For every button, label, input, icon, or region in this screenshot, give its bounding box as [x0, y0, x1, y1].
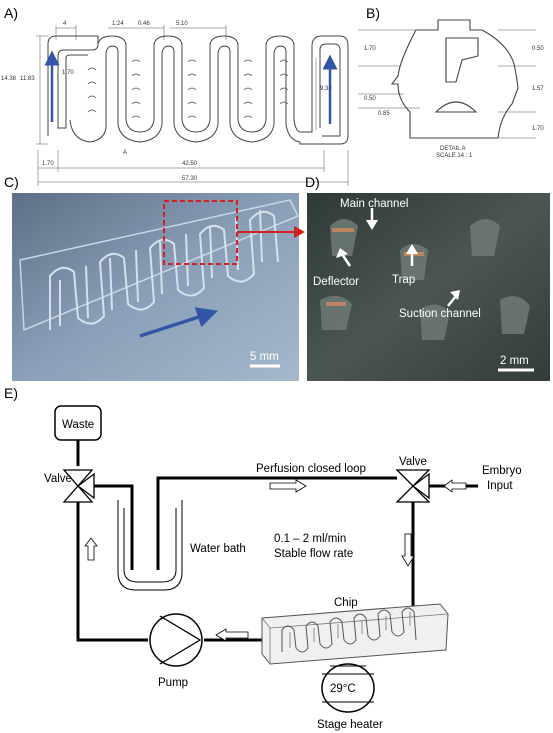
label-trap: Trap [392, 274, 415, 286]
flow-direction-arrow [139, 307, 218, 338]
dim-1-70-vertical: 1.70 [62, 70, 74, 76]
water-bath-inner [123, 508, 177, 583]
panel-a: A) 4 1:24 0.46 5.10 [1, 5, 349, 186]
chip-label: Chip [334, 597, 358, 609]
dim-b-right-0-50: 0.50 [532, 46, 544, 52]
stage-heater-label: Stage heater [317, 719, 383, 731]
waste-label: Waste [62, 419, 94, 431]
flow-arrows-outline [84, 479, 467, 642]
dim-b-left-1-70: 1.70 [364, 46, 376, 52]
valve-right [395, 469, 431, 503]
dim-14-38: 14.38 [1, 76, 17, 82]
panel-b-dimensions: 1.70 0.50 0.85 0.50 1.57 1.70 DETAIL A S… [358, 29, 544, 159]
deflector-shape [445, 37, 479, 83]
chip-device [261, 603, 449, 665]
flow-stability-label: Stable flow rate [274, 548, 353, 560]
dim-9-32: 9.32 [320, 86, 332, 92]
water-bath-outer [117, 500, 183, 591]
embryo-label: Embryo [482, 465, 522, 477]
channel-outline-inner [69, 45, 301, 143]
panel-e: E) Waste Valve Valve Embryo Input [4, 385, 522, 731]
chip-glass-edge [19, 199, 300, 332]
detail-caption: DETAIL A [440, 146, 466, 152]
temperature-label: 29°C [330, 683, 356, 695]
pump-label: Pump [158, 677, 188, 689]
dim-11-83: 11.83 [20, 76, 35, 82]
pump-triangle [159, 615, 202, 665]
dim-b-right-1-57: 1.57 [532, 86, 544, 92]
panel-c-label: C) [4, 174, 19, 190]
channel-outline [47, 35, 301, 136]
label-main-channel: Main channel [340, 198, 408, 210]
panel-b-label: B) [366, 5, 380, 21]
scale-label-c: 5 mm [250, 351, 279, 363]
zoom-arrow-head [294, 226, 305, 238]
panel-d-label: D) [305, 174, 320, 190]
panel-d: D) Main channel Deflector Trap Suction c… [305, 174, 550, 381]
pump-body [149, 613, 203, 667]
panel-a-top-dimensions: 4 1:24 0.46 5.10 [55, 21, 227, 40]
label-deflector: Deflector [313, 276, 359, 288]
panel-c: C) 5 mm [4, 174, 305, 381]
perfusion-label: Perfusion closed loop [256, 463, 366, 475]
dim-1-70-horizontal: 1.70 [42, 161, 54, 167]
channel-outlet [299, 35, 349, 145]
trap-bumps [87, 59, 289, 119]
dim-b-left-0-50: 0.50 [364, 96, 376, 102]
panel-a-label: A) [4, 5, 18, 21]
valve-left-label: Valve [44, 473, 72, 485]
valve-left [62, 469, 95, 503]
trap-half-circle [434, 101, 478, 113]
flow-rate-label: 0.1 – 2 ml/min [274, 533, 346, 545]
micrograph-arrows [336, 208, 460, 307]
detail-scale: SCALE 14 : 1 [436, 153, 473, 159]
scale-label-d: 2 mm [500, 355, 529, 367]
input-label: Input [487, 480, 513, 492]
label-suction-channel: Suction channel [399, 308, 481, 320]
dim-42-50: 42.50 [182, 161, 198, 167]
panel-b: B) 1.70 0.50 0.85 0.50 1.57 1.70 DETAIL … [358, 5, 544, 159]
dim-57-30: 57.30 [182, 176, 198, 182]
dim-0-46: 0.46 [138, 21, 150, 27]
dim-5-10: 5.10 [176, 21, 188, 27]
panel-a-side-dimensions: 14.38 11.83 1.70 9.32 [1, 35, 332, 145]
dim-4: 4 [63, 21, 67, 27]
detail-outline [390, 19, 519, 139]
panel-e-label: E) [4, 385, 18, 401]
water-bath-label: Water bath [190, 543, 246, 555]
detail-marker: A [123, 150, 127, 156]
dim-b-right-1-70: 1.70 [532, 126, 544, 132]
panel-a-bottom-dimensions: 1.70 42.50 57.30 A [37, 150, 349, 186]
heater-body [321, 663, 375, 713]
dim-b-left-0-85: 0.85 [378, 111, 390, 117]
valve-right-label: Valve [399, 456, 427, 468]
dim-1-24: 1:24 [112, 21, 124, 27]
